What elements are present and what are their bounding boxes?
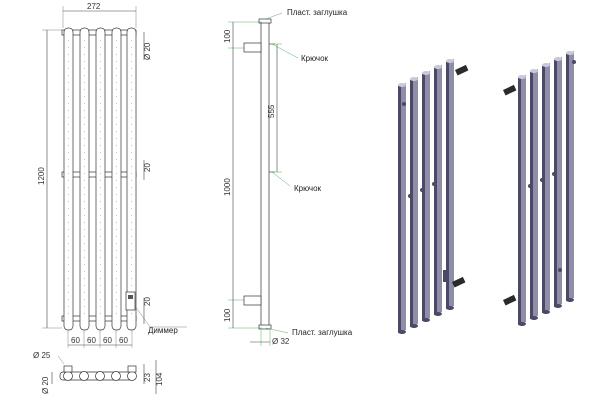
top-tube-3 (95, 371, 105, 381)
render2-top-fitting (503, 84, 517, 96)
front-tube-1 (63, 27, 74, 331)
side-middle-height: 1000 (223, 178, 232, 196)
cap-top-label: Пласт. заглушка (287, 8, 348, 17)
side-bottom-bracket (243, 295, 262, 306)
side-top-offset: 100 (223, 29, 232, 43)
render1-dimmer (443, 270, 449, 282)
render1-bottom-fitting (452, 276, 466, 288)
side-top-cap (258, 18, 272, 24)
cap-bottom-label: Пласт. заглушка (292, 328, 353, 337)
render1-caps (398, 59, 454, 334)
collector-diameter: Ø 25 (33, 351, 51, 360)
top-tube-5 (127, 371, 137, 381)
render1-tubes (398, 59, 454, 333)
spacing-4: 60 (119, 336, 128, 345)
front-tube-5 (126, 27, 137, 331)
side-body (260, 21, 270, 327)
render2-tubes (518, 51, 574, 325)
front-tube-3 (95, 27, 106, 331)
top-tube-1 (63, 371, 73, 381)
top-tube-diameter: Ø 20 (41, 376, 50, 394)
front-tube-4 (111, 27, 122, 331)
side-hook-spacing: 555 (267, 104, 276, 118)
front-height-dimension: 1200 (37, 167, 46, 185)
top-view: Ø 25 Ø 20 23 104 (33, 351, 164, 394)
spacing-3: 60 (103, 336, 112, 345)
front-width-dimension: 272 (87, 2, 101, 11)
front-tube-2 (79, 27, 90, 331)
spacing-1: 60 (71, 336, 80, 345)
render-rear-isometric (503, 51, 576, 326)
hook-middle-label: Крючок (294, 184, 322, 193)
top-tube-2 (79, 371, 89, 381)
spacing-2: 60 (87, 336, 96, 345)
side-depth: Ø 32 (272, 337, 290, 346)
dimmer-box (125, 291, 136, 311)
front-view: 272 1200 Ø 20 20 (37, 2, 187, 348)
front-tube-diameter: Ø 20 (143, 42, 152, 60)
side-bottom-offset: 100 (223, 308, 232, 322)
side-bottom-cap (258, 324, 272, 330)
render-front-isometric (398, 59, 469, 334)
top-depth-b: 104 (155, 372, 164, 386)
dimmer-label: Диммер (148, 326, 178, 335)
hook-top-label: Крючок (301, 54, 329, 63)
front-center-pitch: 20 (143, 163, 152, 172)
front-bottom-offset: 20 (143, 297, 152, 306)
render2-bottom-fitting (503, 294, 517, 306)
render2-caps (518, 51, 574, 326)
side-top-bracket (243, 42, 262, 53)
render1-top-fitting (455, 64, 469, 76)
top-tube-4 (111, 371, 121, 381)
side-view: 100 1000 100 555 Ø 32 Пласт. заглушка Кр… (223, 8, 353, 346)
top-depth-a: 23 (143, 373, 152, 382)
